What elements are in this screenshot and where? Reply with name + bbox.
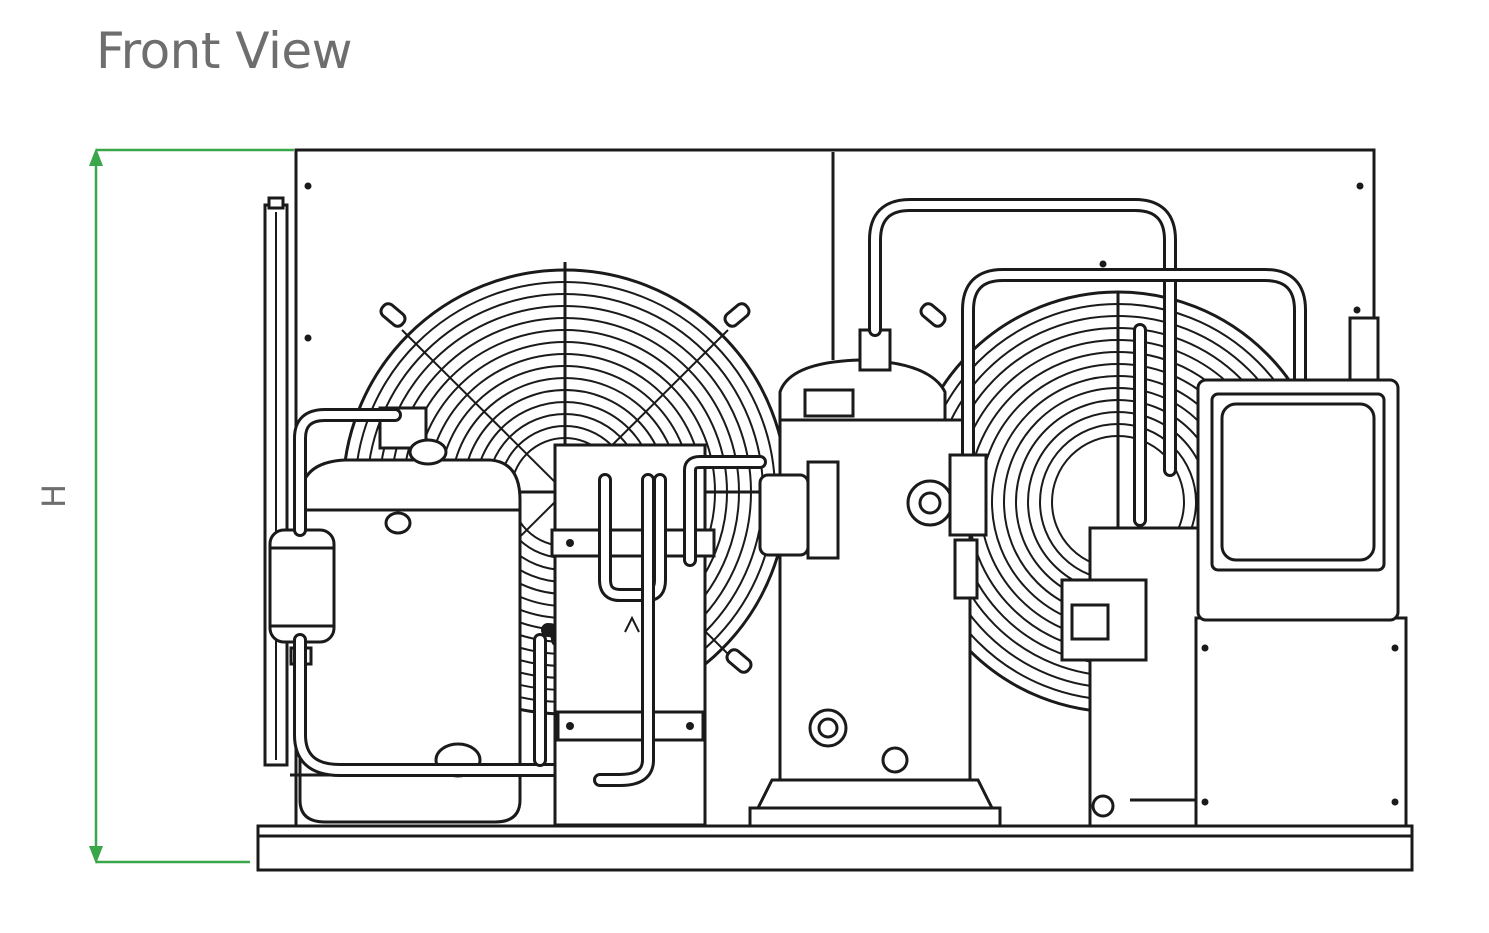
controller-panel [1196,378,1400,622]
page-title: Front View [96,22,353,80]
left-piping [293,408,647,777]
liquid-receiver-block [550,443,767,827]
scroll-compressor [748,328,1002,828]
left-side-bracket [263,196,289,767]
base-plate [256,824,1414,872]
electrical-box [1060,316,1408,828]
discharge-piping [868,198,1307,600]
left-compressor [290,406,530,824]
height-dimension-line [89,148,294,864]
